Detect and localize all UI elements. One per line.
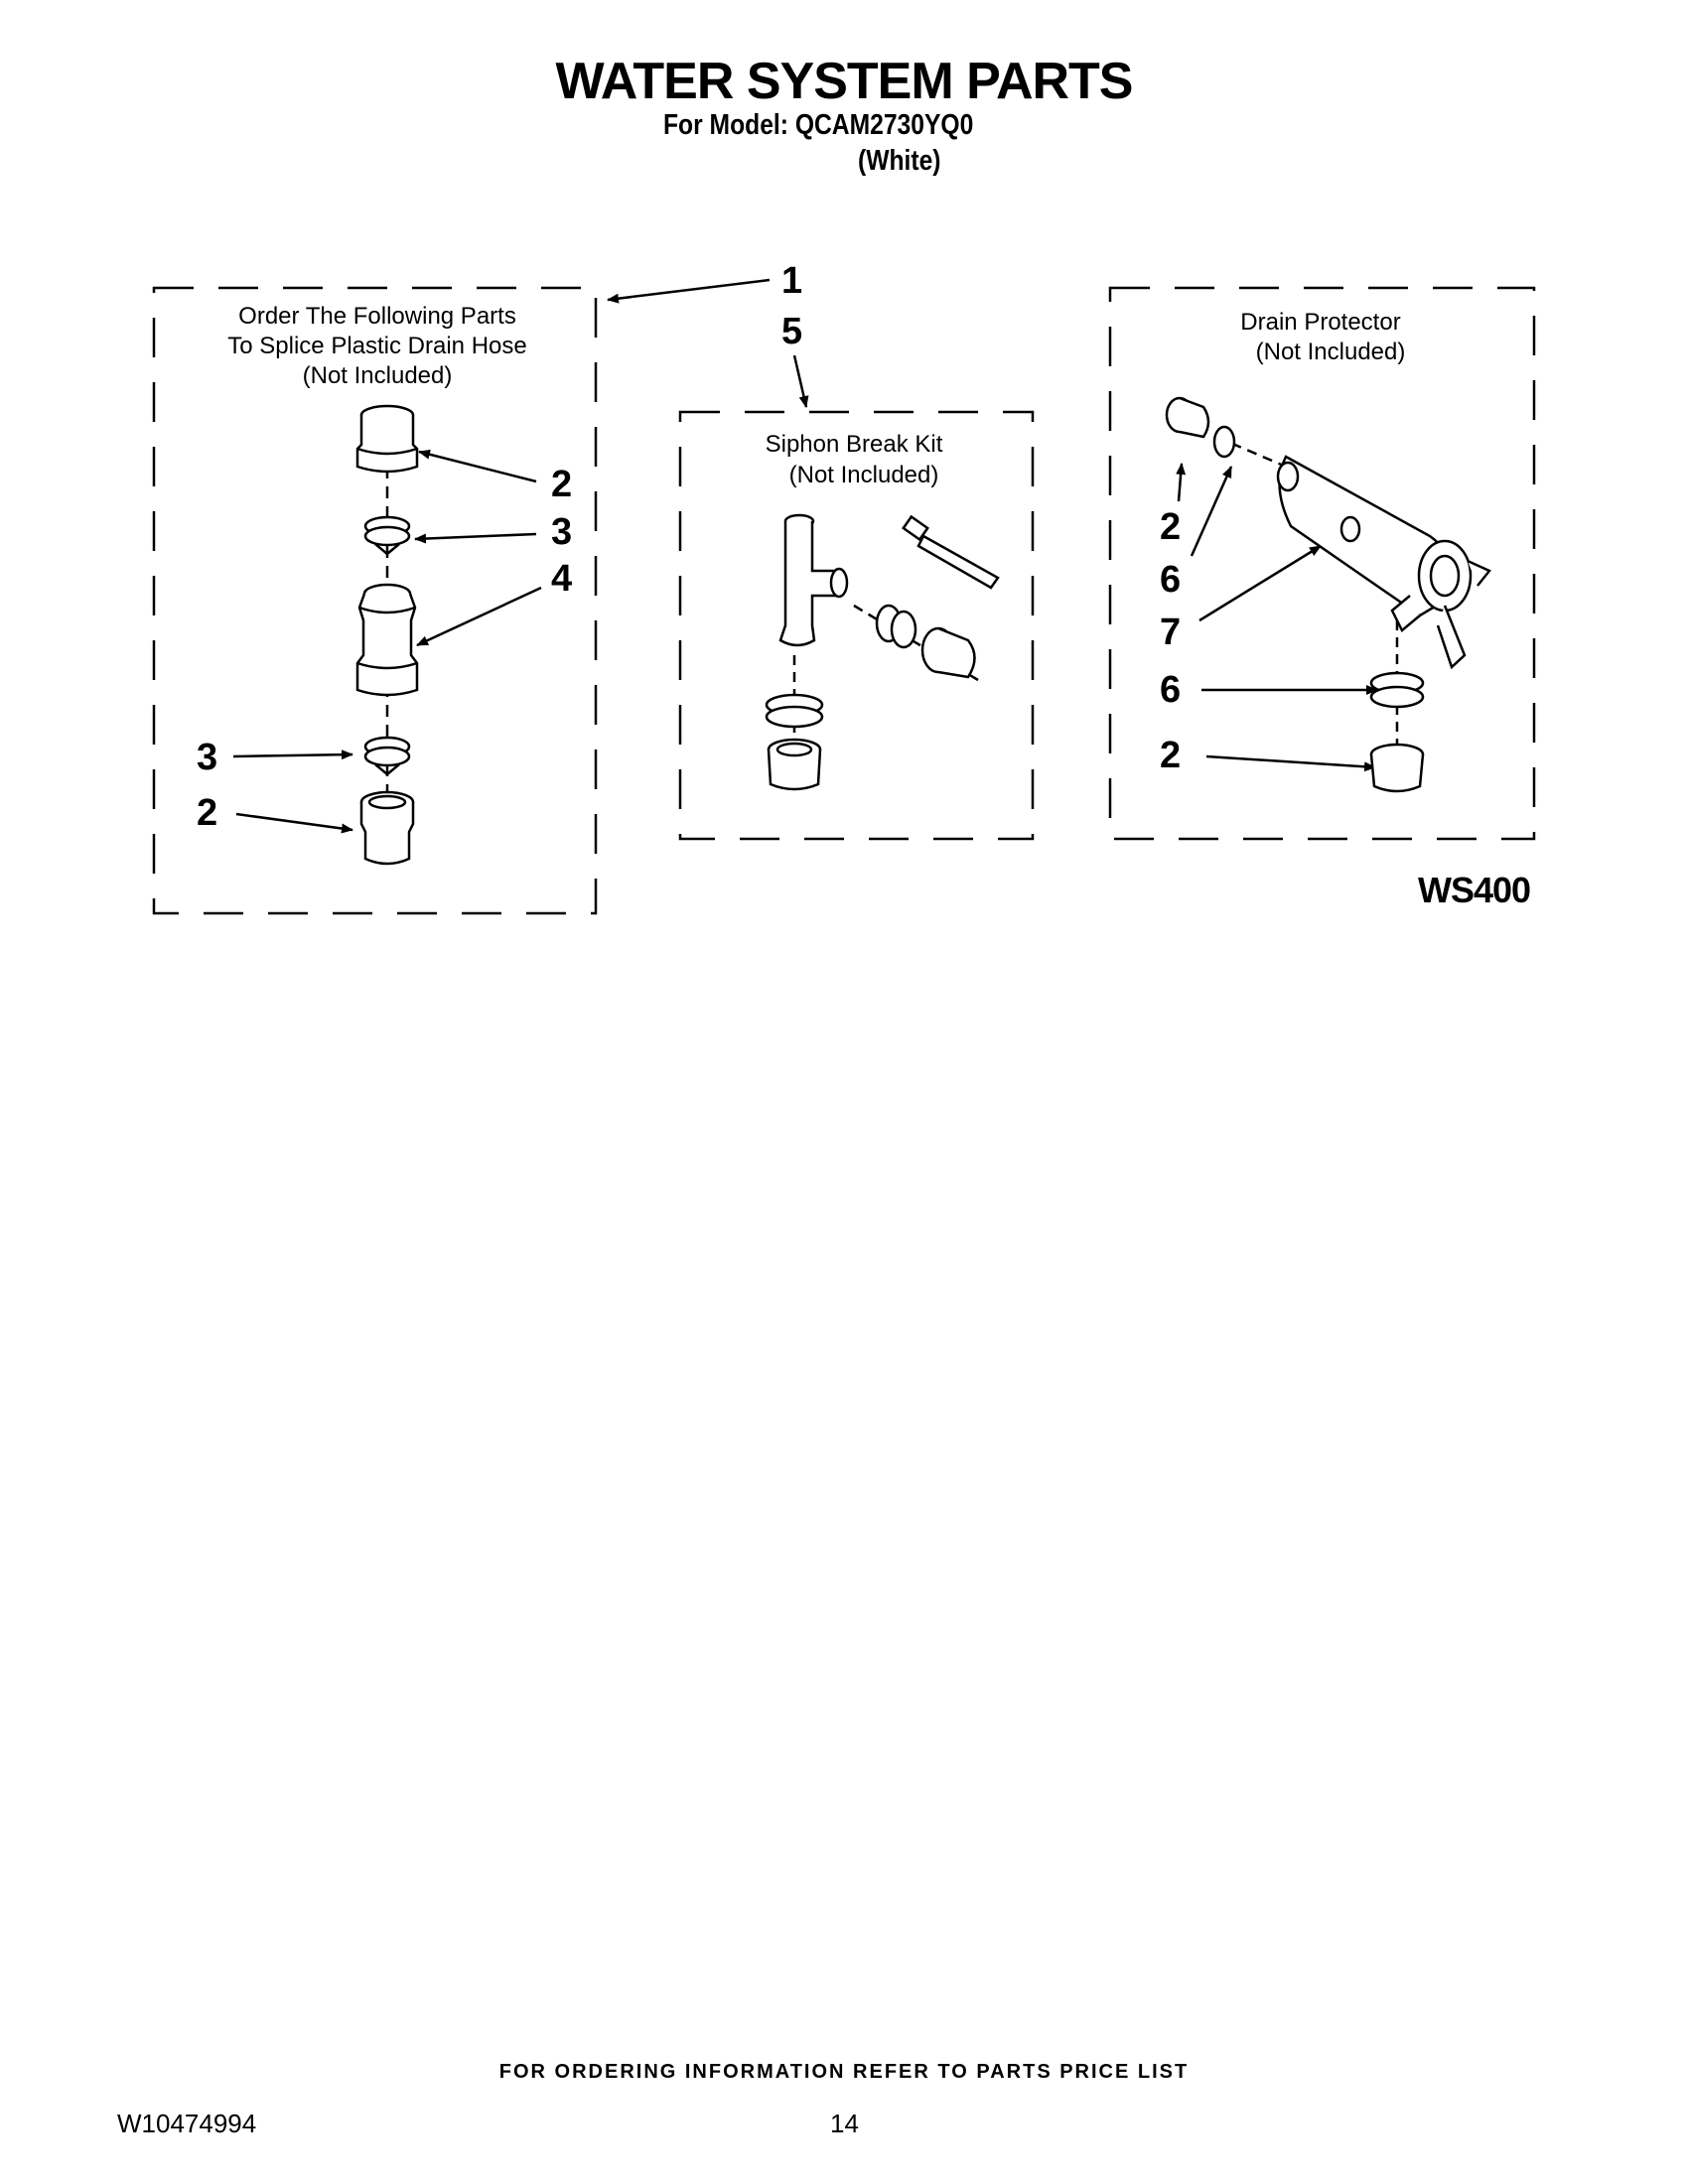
hose-clamp-top	[363, 515, 411, 556]
siphon-tee	[778, 513, 849, 647]
callout-5: 5	[781, 311, 803, 352]
hose-connector	[355, 583, 419, 697]
hose-adapter-bottom	[359, 790, 415, 866]
splice-parts	[355, 404, 419, 866]
callout-dp-6-top: 6	[1160, 559, 1182, 601]
siphon-caption-2: (Not Included)	[788, 462, 939, 488]
callout-dp-2-top: 2	[1160, 506, 1182, 548]
siphon-adapter-bottom	[767, 738, 822, 791]
leader-splice-3-top	[414, 532, 537, 544]
callout-splice-2-bottom: 2	[197, 792, 218, 834]
callout-splice-2-top: 2	[551, 464, 573, 505]
hose-clamp-bottom	[363, 736, 411, 776]
leader-splice-2-top	[418, 449, 537, 483]
siphon-caption-1: Siphon Break Kit	[765, 431, 943, 458]
leader-splice-3-bottom	[232, 750, 353, 760]
hose-adapter-top	[355, 404, 419, 474]
callout-dp-2-bottom: 2	[1160, 735, 1182, 776]
siphon-adapter-side	[920, 626, 976, 679]
callout-splice-4: 4	[551, 558, 573, 600]
leader-1	[607, 278, 771, 304]
leader-dp-7	[1198, 544, 1322, 622]
leader-dp-2-bottom	[1205, 754, 1376, 772]
siphon-clamp	[875, 604, 917, 649]
splice-caption-2: To Splice Plastic Drain Hose	[227, 333, 527, 359]
siphon-parts	[765, 513, 1000, 791]
splice-group-box	[152, 286, 598, 915]
ordering-note: FOR ORDERING INFORMATION REFER TO PARTS …	[498, 2061, 1190, 2083]
drain-protector-body	[1276, 455, 1491, 670]
callout-1: 1	[781, 260, 803, 302]
dp-adapter-bottom	[1369, 743, 1425, 793]
drain-protector-group-box	[1108, 286, 1536, 841]
dp-caption-1: Drain Protector	[1240, 309, 1401, 336]
leader-splice-4	[416, 586, 542, 647]
dp-clamp-bottom	[1369, 671, 1425, 709]
leader-5	[792, 354, 809, 408]
dp-adapter-top	[1165, 396, 1210, 439]
color-line: (White)	[858, 145, 941, 177]
callout-splice-3-bottom: 3	[197, 737, 218, 778]
dp-caption-2: (Not Included)	[1255, 339, 1406, 365]
figure-code: WS400	[1418, 870, 1531, 910]
page-number: 14	[830, 2109, 859, 2138]
dp-clamp-top	[1212, 425, 1236, 459]
drain-protector-parts	[1165, 396, 1491, 793]
splice-caption-3: (Not Included)	[302, 362, 453, 389]
leader-splice-2-bottom	[235, 812, 353, 834]
callout-splice-3-top: 3	[551, 511, 573, 553]
cable-tie	[902, 514, 1000, 590]
model-line: For Model: QCAM2730YQ0	[663, 109, 974, 141]
leader-dp-6-top	[1190, 466, 1233, 557]
page-title: WATER SYSTEM PARTS	[555, 53, 1134, 110]
leader-dp-2-top	[1176, 463, 1187, 502]
callout-dp-6-bottom: 6	[1160, 669, 1182, 711]
document-number: W10474994	[117, 2109, 257, 2138]
splice-caption-1: Order The Following Parts	[238, 303, 516, 330]
callout-dp-7: 7	[1160, 612, 1182, 653]
siphon-clamp-bottom	[765, 693, 824, 729]
